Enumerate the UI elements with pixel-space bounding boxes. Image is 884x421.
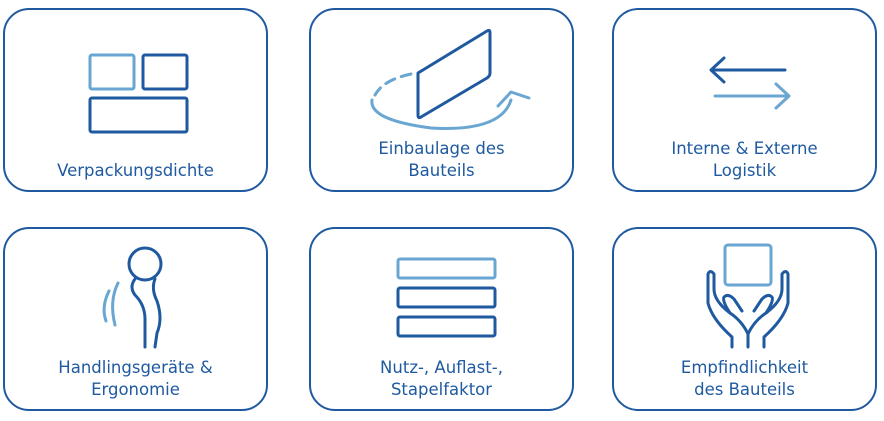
card-label: Handlingsgeräte &Ergonomie [58, 358, 213, 399]
card-label: Verpackungsdichte [57, 161, 214, 180]
person-ergonomics-icon [102, 246, 163, 349]
exchange-arrows-icon [709, 56, 791, 110]
card-stapelfaktor: Nutz-, Auflast-,Stapelfaktor [309, 227, 574, 411]
card-label: Nutz-, Auflast-,Stapelfaktor [380, 358, 503, 399]
hands-holding-box-icon [706, 243, 790, 349]
card-handlingsgeraete: Handlingsgeräte &Ergonomie [3, 227, 268, 411]
rotation-icon [370, 28, 531, 130]
card-verpackungsdichte: Verpackungsdichte [3, 8, 268, 192]
stack-icon [396, 257, 497, 338]
packaging-density-icon [88, 53, 189, 134]
